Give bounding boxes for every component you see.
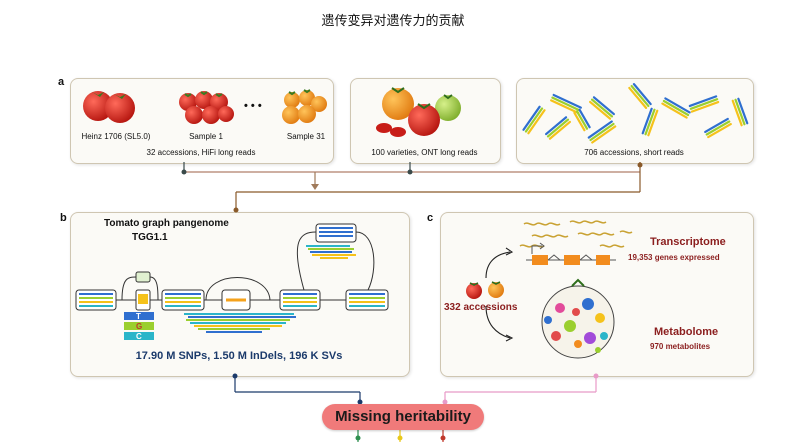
ont-caption: 100 varieties, ONT long reads bbox=[371, 148, 478, 157]
short-reads-icon bbox=[522, 83, 749, 144]
snp-letter-g: G bbox=[136, 322, 143, 331]
heritability-connectors bbox=[232, 373, 599, 442]
missing-heritability-badge: Missing heritability bbox=[322, 404, 484, 430]
metabolome-title: Metabolome bbox=[654, 326, 719, 338]
figure-title: 遗传变异对遗传力的贡献 bbox=[321, 14, 465, 29]
sample1-tomatoes-icon bbox=[179, 91, 234, 124]
graph-node-indel bbox=[221, 289, 251, 311]
accession-tomatoes-icon bbox=[466, 281, 504, 299]
transcriptome-icon bbox=[519, 220, 633, 265]
panel-b-letter: b bbox=[60, 212, 67, 224]
ellipsis: • • • bbox=[244, 100, 262, 112]
heinz-tomatoes-icon bbox=[83, 91, 135, 123]
sample31-label: Sample 31 bbox=[286, 132, 326, 141]
snp-letter-c: C bbox=[136, 332, 142, 341]
snp-letter-t: T bbox=[136, 312, 141, 321]
panel-c-letter: c bbox=[427, 212, 434, 224]
variant-summary: 17.90 M SNPs, 1.50 M InDels, 196 K SVs bbox=[135, 350, 343, 362]
ont-tomatoes-icon bbox=[376, 87, 461, 137]
aligned-reads-icon bbox=[184, 313, 296, 333]
transcriptome-subtitle: 19,353 genes expressed bbox=[628, 253, 720, 262]
graph-node-3 bbox=[279, 289, 321, 311]
panel-c-arrows bbox=[485, 247, 514, 342]
transcriptome-title: Transcriptome bbox=[650, 236, 726, 248]
panel-a-box-short bbox=[516, 78, 754, 164]
sample31-tomatoes-icon bbox=[282, 89, 327, 124]
heinz-label: Heinz 1706 (SL5.0) bbox=[81, 132, 151, 141]
graph-node-4 bbox=[345, 289, 389, 311]
sample1-label: Sample 1 bbox=[189, 132, 223, 141]
merge-connector bbox=[181, 162, 643, 213]
metabolome-subtitle: 970 metabolites bbox=[650, 342, 711, 351]
panel-a-letter: a bbox=[58, 76, 65, 88]
pangenome-title: Tomato graph pangenome bbox=[104, 218, 229, 229]
hifi-caption: 32 accessions, HiFi long reads bbox=[146, 148, 256, 157]
graph-node-sv bbox=[306, 223, 357, 259]
graph-node-2 bbox=[161, 289, 205, 311]
pangenome-subtitle: TGG1.1 bbox=[132, 232, 168, 243]
short-reads-caption: 706 accessions, short reads bbox=[584, 148, 684, 157]
graph-node-snp bbox=[135, 271, 151, 311]
graph-node-1 bbox=[75, 289, 117, 311]
metabolome-icon bbox=[541, 278, 615, 359]
accessions-label: 332 accessions bbox=[444, 302, 518, 313]
pangenome-graph bbox=[75, 223, 389, 340]
